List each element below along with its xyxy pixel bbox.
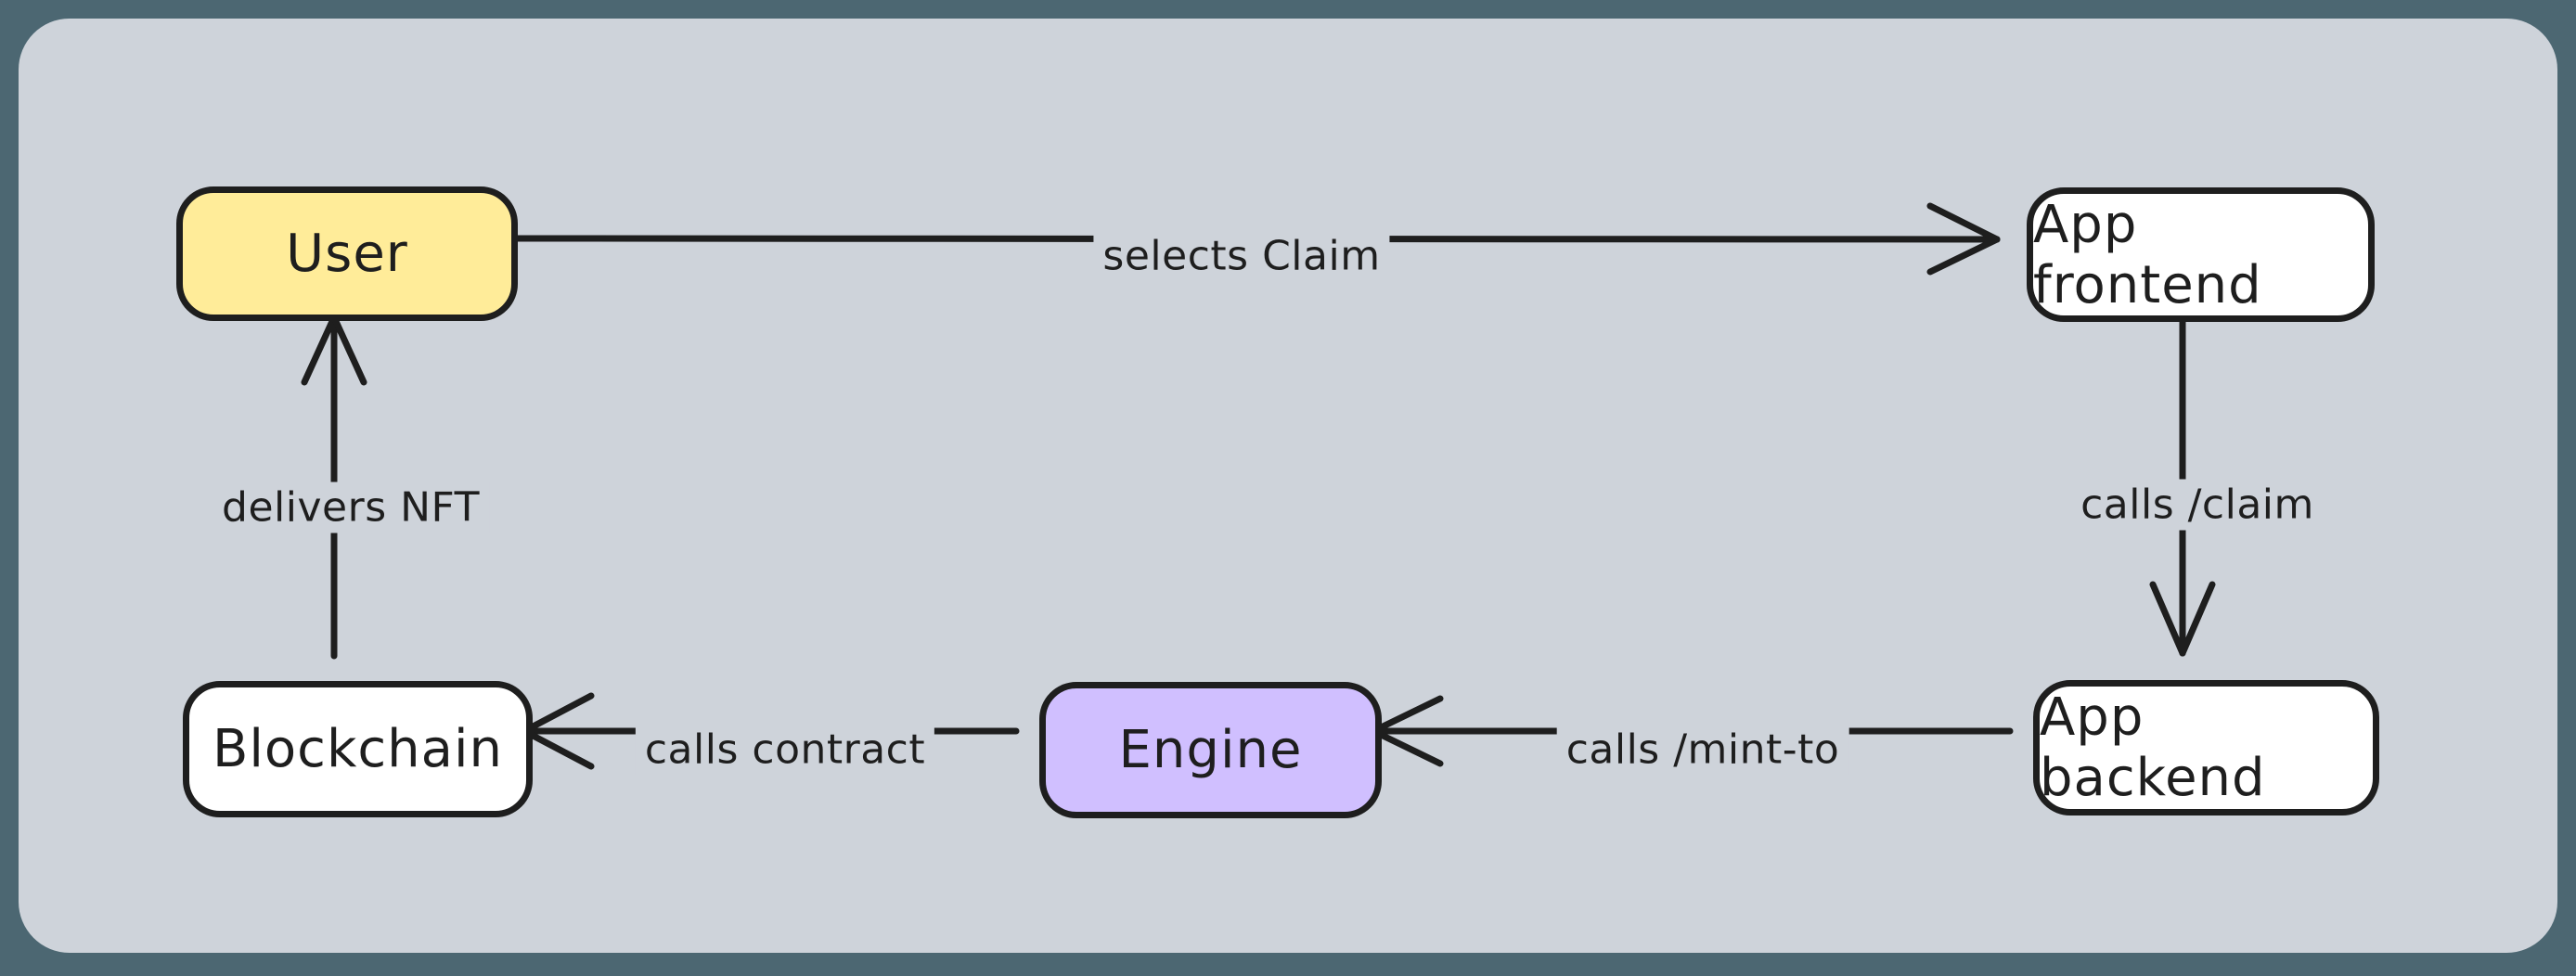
edge-label-calls-contract[interactable]: calls contract	[635, 724, 935, 776]
node-app-backend-label: App backend	[2040, 687, 2266, 808]
node-user-label: User	[286, 224, 408, 284]
edge-label-selects-claim[interactable]: selects Claim	[1093, 230, 1390, 282]
edge-label-calls-mint-to[interactable]: calls /mint-to	[1556, 724, 1849, 776]
edge-label-calls-claim[interactable]: calls /claim	[2071, 479, 2324, 531]
node-app-frontend-label: App frontend	[2033, 194, 2262, 315]
edge-label-delivers-nft[interactable]: delivers NFT	[213, 482, 489, 533]
node-app-backend[interactable]: App backend	[2033, 680, 2379, 815]
node-blockchain[interactable]: Blockchain	[183, 681, 533, 817]
node-engine[interactable]: Engine	[1039, 682, 1382, 818]
diagram-canvas[interactable]: User App frontend App backend Engine Blo…	[19, 19, 2557, 953]
node-blockchain-label: Blockchain	[212, 719, 504, 779]
node-engine-label: Engine	[1118, 720, 1303, 780]
node-user[interactable]: User	[176, 186, 518, 321]
node-app-frontend[interactable]: App frontend	[2027, 187, 2375, 322]
